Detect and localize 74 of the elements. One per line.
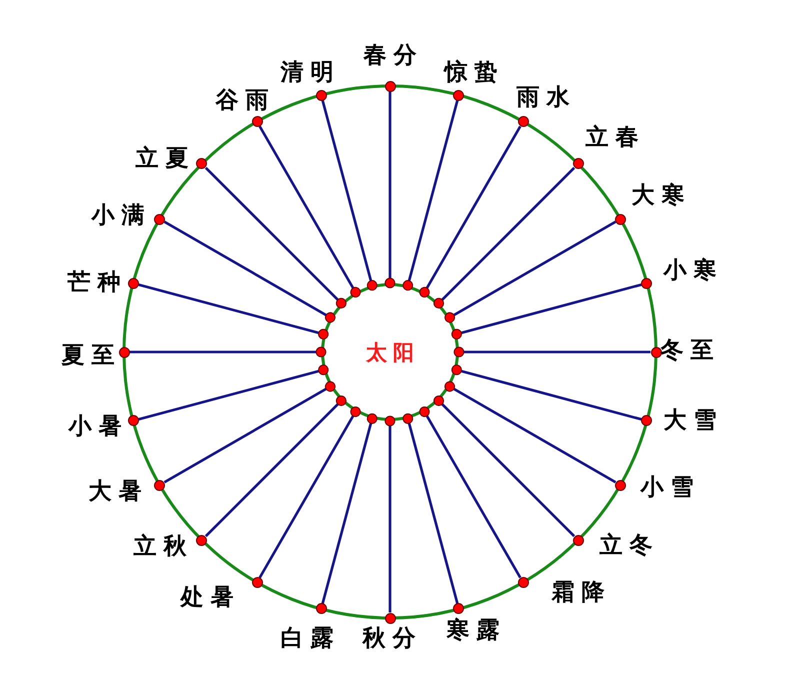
orbit-point-marker bbox=[453, 90, 464, 101]
orbit-point-marker bbox=[128, 278, 139, 289]
orbit-point-marker bbox=[614, 214, 626, 224]
term-label: 立春 bbox=[584, 124, 646, 150]
term-label: 芒种 bbox=[66, 269, 128, 295]
connector-line bbox=[434, 396, 576, 538]
orbit-point-marker bbox=[196, 534, 208, 546]
connector-line bbox=[321, 100, 378, 291]
orbit-point-marker bbox=[154, 480, 166, 490]
term-label: 立秋 bbox=[132, 533, 194, 559]
term-label: 谷雨 bbox=[214, 87, 276, 113]
connector-line bbox=[138, 283, 329, 340]
term-label: 立冬 bbox=[598, 532, 660, 558]
orbit-point-marker bbox=[518, 576, 528, 588]
term-label: 小暑 bbox=[67, 413, 128, 439]
connector-line bbox=[451, 283, 642, 340]
connector-line bbox=[384, 92, 396, 288]
term-label: 大暑 bbox=[88, 478, 148, 504]
connector-line bbox=[434, 166, 576, 308]
orbit-point-marker bbox=[384, 612, 396, 624]
orbit-point-marker bbox=[572, 534, 584, 546]
term-label: 秋分 bbox=[361, 625, 422, 651]
orbit-point-marker bbox=[384, 80, 396, 92]
orbit-point-marker bbox=[453, 603, 464, 614]
orbit-point-marker bbox=[128, 415, 139, 426]
term-label: 小寒 bbox=[662, 257, 724, 283]
term-label: 大雪 bbox=[662, 407, 724, 433]
sun-label: 太阳 bbox=[364, 340, 420, 364]
orbit-point-marker bbox=[614, 480, 626, 490]
connector-line bbox=[164, 381, 336, 484]
term-label: 夏至 bbox=[60, 342, 122, 368]
term-label: 冬至 bbox=[659, 337, 720, 363]
orbit-point-marker bbox=[316, 90, 327, 101]
connector-line bbox=[444, 220, 616, 323]
orbit-point-marker bbox=[316, 603, 327, 614]
connector-line bbox=[384, 416, 396, 612]
connector-line bbox=[258, 406, 361, 578]
orbit-point-marker bbox=[572, 158, 584, 170]
term-label: 雨水 bbox=[516, 84, 576, 110]
orbit-point-marker bbox=[641, 415, 652, 426]
connector-line bbox=[130, 346, 326, 358]
term-label: 春分 bbox=[362, 42, 424, 68]
orbit-point-marker bbox=[252, 116, 262, 128]
orbit-point-marker bbox=[518, 116, 528, 128]
term-label: 立夏 bbox=[134, 145, 196, 171]
connector-line bbox=[419, 126, 522, 298]
term-label: 小雪 bbox=[639, 474, 700, 500]
term-label: 白露 bbox=[280, 625, 340, 651]
term-label: 大寒 bbox=[630, 182, 692, 208]
connector-line bbox=[454, 346, 650, 358]
orbit-point-marker bbox=[196, 158, 208, 170]
orbit-point-marker bbox=[118, 346, 130, 358]
term-label: 小满 bbox=[90, 202, 152, 228]
term-label: 处暑 bbox=[179, 584, 240, 610]
orbit-point-marker bbox=[252, 576, 262, 588]
connector-line bbox=[419, 406, 522, 578]
term-label: 清明 bbox=[279, 59, 340, 85]
term-label: 惊蛰 bbox=[442, 59, 504, 85]
connector-line bbox=[204, 166, 346, 308]
sun-circle bbox=[321, 283, 459, 421]
connector-line bbox=[258, 126, 361, 298]
connector-line bbox=[138, 364, 329, 421]
connector-line bbox=[402, 100, 459, 291]
connector-line bbox=[402, 413, 459, 604]
term-label: 霜降 bbox=[550, 579, 612, 605]
orbit-point-marker bbox=[641, 278, 652, 289]
connector-line bbox=[451, 364, 642, 421]
orbit-point-marker bbox=[154, 214, 166, 224]
orbit-point-marker bbox=[650, 346, 662, 358]
connector-line bbox=[321, 413, 378, 604]
connector-line bbox=[204, 396, 346, 538]
term-label: 寒露 bbox=[446, 617, 506, 643]
connector-line bbox=[444, 381, 616, 484]
connector-line bbox=[164, 220, 336, 323]
